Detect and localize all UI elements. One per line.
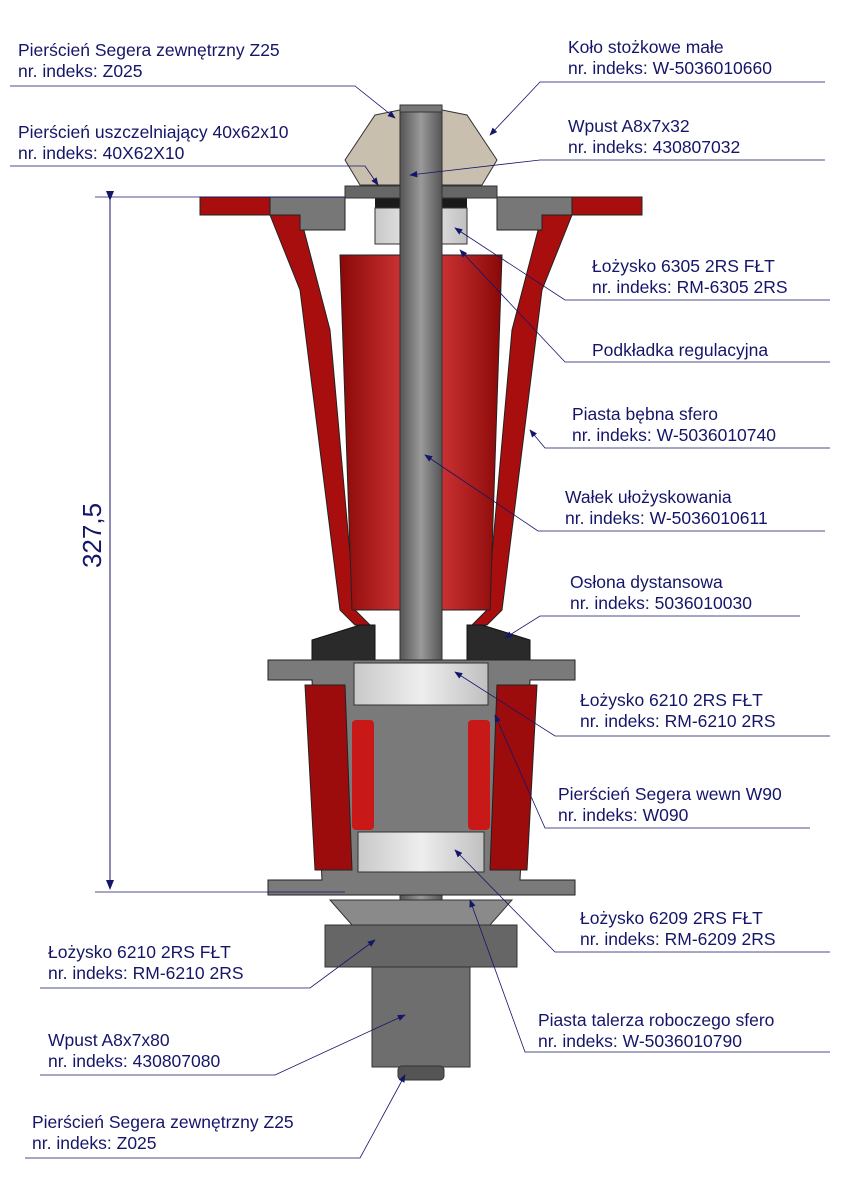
part-name: Łożysko 6210 2RS FŁT [580,690,763,710]
part-name: Piasta talerza roboczego sfero [538,1010,775,1030]
leader-lines [10,81,830,1159]
leader-line [10,165,379,186]
part-index: nr. indeks: W-5036010790 [538,1031,742,1051]
leader-line [504,615,800,639]
part-name: Koło stożkowe małe [568,37,724,57]
leader-line [454,671,830,737]
leader-line [40,939,376,989]
part-index: nr. indeks: RM-6210 2RS [48,963,244,983]
leader-line [424,454,825,532]
part-name: Wpust A8x7x80 [48,1030,170,1050]
part-index: nr. indeks: 430807032 [568,137,741,157]
part-name: Wałek ułożyskowania [565,487,732,507]
leader-line [454,227,830,301]
spacer-cover [311,624,376,661]
part-name: Wpust A8x7x32 [568,116,690,136]
part-index: nr. indeks: W-5036010740 [572,425,776,445]
part-name: Podkładka regulacyjna [592,340,769,360]
leader-line [529,429,830,449]
part-index: nr. indeks: RM-6305 2RS [592,277,788,297]
dimension-line [95,191,345,893]
part-name: Piasta bębna sfero [572,404,718,424]
part-name: Łożysko 6209 2RS FŁT [580,908,763,928]
part-index: nr. indeks: 5036010030 [570,593,752,613]
part-name: Pierścień Segera zewnętrzny Z25 [18,40,280,60]
bearing-6210 [353,662,489,706]
callout-label: Podkładka regulacyjna [592,340,768,361]
part-index: nr. indeks: W090 [558,805,689,825]
leader-line [40,1014,406,1076]
leader-line [459,249,830,363]
part-index: nr. indeks: RM-6209 2RS [580,929,776,949]
part-name: Pierścień Segera zewnętrzny Z25 [32,1112,294,1132]
leader-line [489,81,825,136]
leader-line [25,1074,406,1159]
leader-line [409,159,825,178]
part-name: Łożysko 6305 2RS FŁT [592,256,775,276]
part-name: Pierścień uszczelniający 40x62x10 [18,122,289,142]
part-name: Pierścień Segera wewn W90 [558,784,782,804]
lower-housing [267,659,576,896]
leader-line [454,849,830,953]
leader-line [10,85,396,119]
part-index: nr. indeks: Z025 [32,1133,157,1153]
part-index: nr. indeks: 430807080 [48,1051,221,1071]
leader-line [494,714,810,829]
part-name: Osłona dystansowa [570,572,723,592]
lower-bearing-6210 [324,924,518,968]
leader-line [469,899,830,1053]
dimension-value: 327,5 [77,502,108,569]
part-index: nr. indeks: RM-6210 2RS [580,711,776,731]
part-index: nr. indeks: Z025 [18,61,143,81]
part-index: nr. indeks: 40X62X10 [18,143,185,163]
part-index: nr. indeks: W-5036010611 [565,508,768,528]
bearing-6209 [357,831,485,873]
working-plate-hub [371,966,471,1068]
part-name: Łożysko 6210 2RS FŁT [48,942,231,962]
part-index: nr. indeks: W-5036010660 [568,58,772,78]
